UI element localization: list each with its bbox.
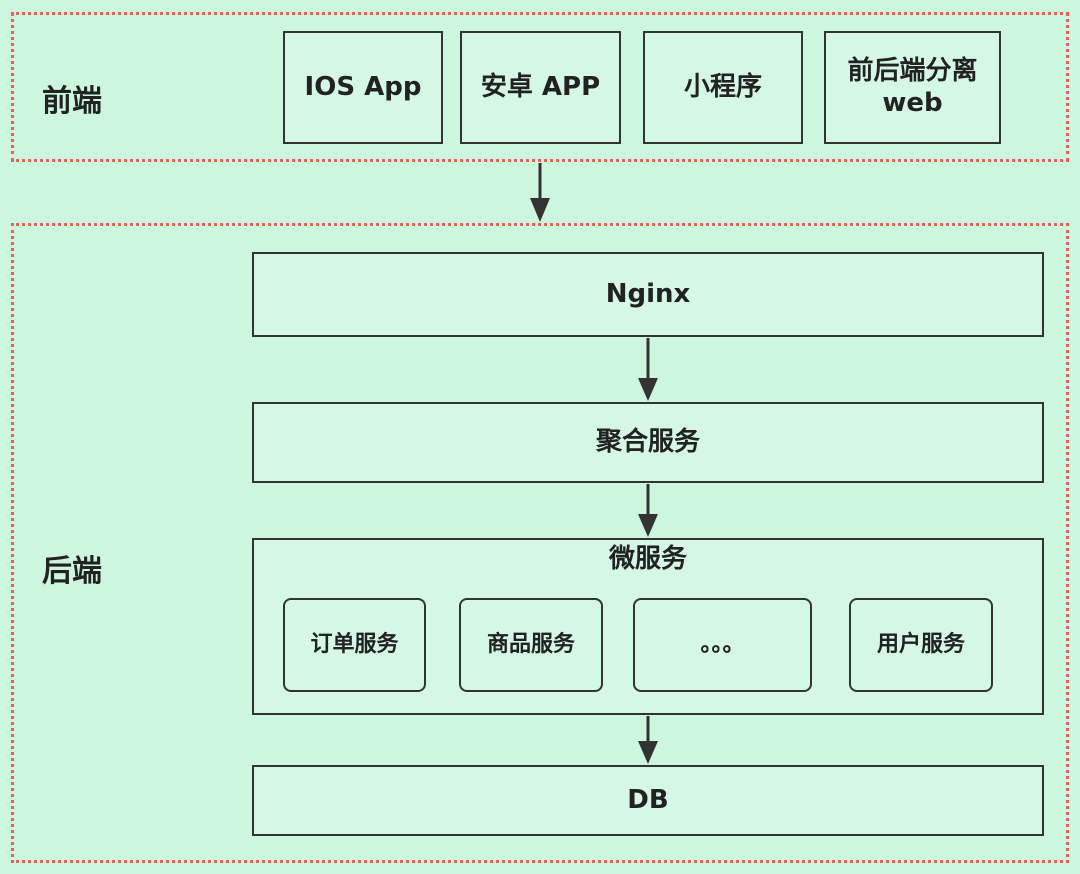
more-services: 。。。 xyxy=(633,598,812,692)
frontend-label: 前端 xyxy=(42,84,102,119)
user-service: 用户服务 xyxy=(849,598,993,692)
client-mini-program: 小程序 xyxy=(643,31,803,144)
backend-label: 后端 xyxy=(42,554,102,589)
product-service: 商品服务 xyxy=(459,598,603,692)
arrow-frontend-to-backend xyxy=(530,163,550,222)
nginx-layer: Nginx xyxy=(252,252,1044,337)
frontend-region xyxy=(11,12,1069,162)
aggregate-service-layer: 聚合服务 xyxy=(252,402,1044,483)
microservice-title: 微服务 xyxy=(608,544,687,574)
client-web: 前后端分离 web xyxy=(824,31,1001,144)
db-layer: DB xyxy=(252,765,1044,836)
order-service: 订单服务 xyxy=(283,598,426,692)
backend-region xyxy=(11,223,1069,863)
client-ios-app: IOS App xyxy=(283,31,443,144)
client-android-app: 安卓 APP xyxy=(460,31,621,144)
